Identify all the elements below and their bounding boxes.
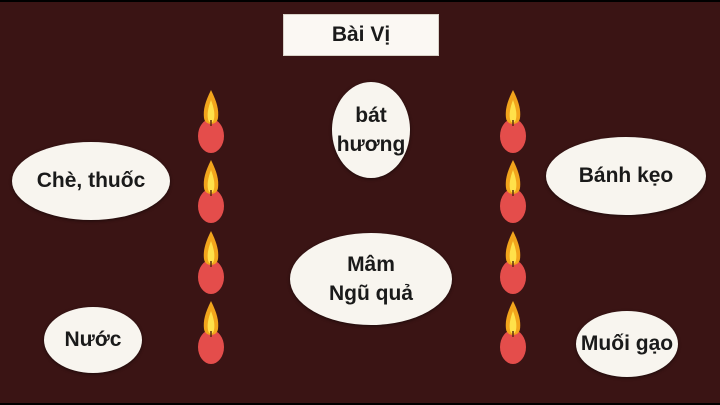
- oval-che-thuoc: Chè, thuốc: [12, 142, 170, 220]
- oval-muoi-gao-label: Muối gạo: [580, 332, 674, 356]
- oval-bat-huong: bát hương: [332, 82, 410, 178]
- candle-icon: [191, 84, 231, 154]
- oval-banh-keo: Bánh kẹo: [546, 137, 706, 215]
- candle-icon: [191, 154, 231, 224]
- candle-icon: [493, 84, 533, 154]
- oval-muoi-gao: Muối gạo: [576, 311, 678, 377]
- title-label: Bài Vị: [331, 23, 391, 46]
- candle-icon: [493, 225, 533, 295]
- oval-mam-ngu-qua-label: Mâm Ngũ quả: [329, 252, 413, 305]
- oval-nuoc: Nước: [44, 307, 142, 373]
- oval-nuoc-label: Nước: [64, 328, 122, 352]
- candle-icon: [493, 295, 533, 365]
- oval-mam-ngu-qua: Mâm Ngũ quả: [290, 233, 452, 325]
- oval-banh-keo-label: Bánh kẹo: [578, 164, 674, 188]
- candle-icon: [493, 154, 533, 224]
- title-box-bai-vi: Bài Vị: [283, 14, 439, 56]
- candle-icon: [191, 295, 231, 365]
- candle-icon: [191, 225, 231, 295]
- oval-che-thuoc-label: Chè, thuốc: [36, 169, 146, 193]
- oval-bat-huong-label: bát hương: [336, 103, 406, 156]
